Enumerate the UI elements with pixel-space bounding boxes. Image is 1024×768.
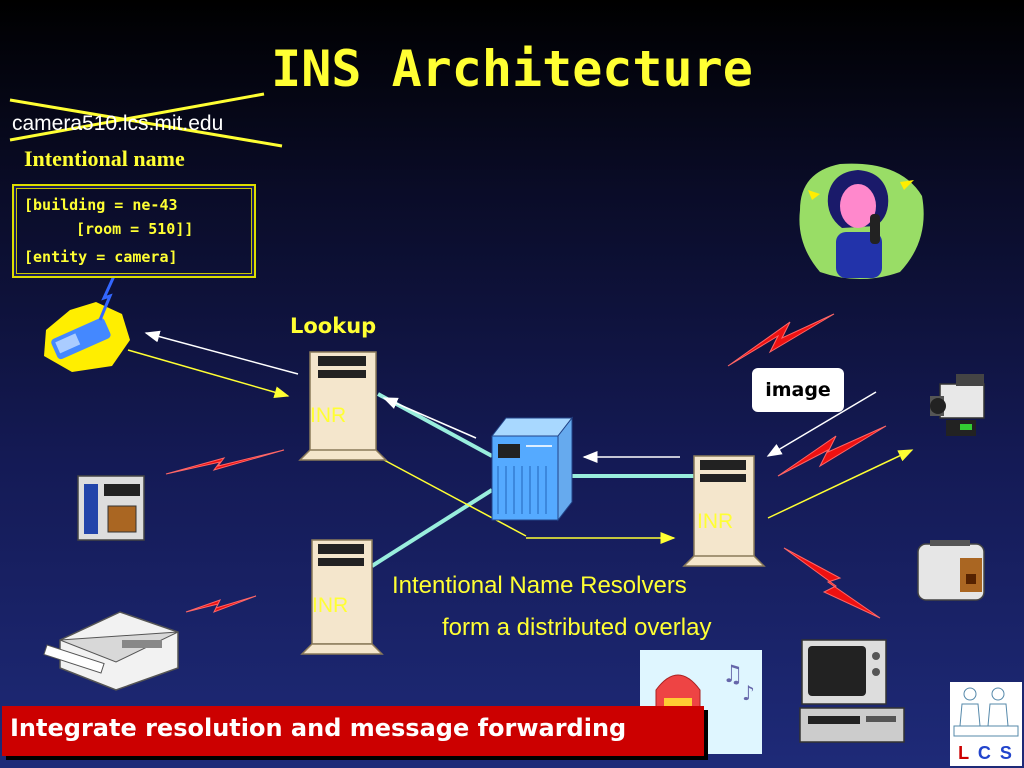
arrow-inr-to-device (144, 330, 299, 375)
summary-banner-text: Integrate resolution and message forward… (10, 714, 627, 742)
logo-letter-l: L (958, 743, 971, 763)
name-spec-line: [room = 510]] (76, 220, 194, 238)
name-spec-box: [building = ne-43 [room = 510]] [entity … (12, 184, 256, 278)
coffee-maker-icon (77, 475, 145, 541)
arrow-router-to-inr (382, 397, 477, 439)
lightning-icon (185, 595, 257, 613)
page-title: INS Architecture (271, 40, 753, 98)
inr-label: INR (310, 404, 347, 427)
name-spec-line: [building = ne-43 (24, 196, 178, 214)
inr-label: INR (312, 594, 349, 617)
arrow-inr-to-camera (767, 449, 914, 519)
handheld-device-icon (44, 275, 130, 372)
resolvers-caption-line1: Intentional Name Resolvers (392, 572, 687, 599)
router-icon (490, 416, 574, 522)
lightning-icon (727, 313, 835, 367)
svg-text:♪: ♪ (742, 681, 755, 705)
summary-banner: Integrate resolution and message forward… (2, 706, 704, 756)
vcr-icon (799, 707, 905, 743)
server-tower-icon (682, 455, 766, 567)
strike-through-lines (9, 92, 283, 148)
lightning-icon (777, 425, 887, 477)
woman-phone-icon (799, 163, 924, 279)
camera-icon (930, 374, 985, 436)
lookup-label: Lookup (290, 314, 377, 338)
arrow-inr-path-down (383, 459, 527, 537)
logo-letter-s: S (999, 743, 1014, 763)
toaster-icon (917, 540, 985, 601)
image-label: image (752, 368, 844, 412)
lcs-logo-figures-icon (953, 687, 1019, 737)
lightning-icon (783, 547, 881, 619)
lcs-logo: L C S (950, 682, 1022, 766)
inr-label: INR (697, 510, 734, 533)
tv-icon (801, 639, 887, 705)
server-tower-icon (300, 539, 384, 655)
lightning-icon (165, 449, 285, 475)
server-tower-icon (298, 351, 388, 461)
arrow-camera-to-inr (766, 391, 877, 457)
logo-letter-c: C (977, 743, 993, 763)
resolvers-caption-line2: form a distributed overlay (442, 614, 712, 641)
arrow-device-to-inr (127, 349, 290, 399)
message-arrows (127, 330, 914, 544)
name-spec-line: [entity = camera] (24, 248, 178, 266)
intentional-name-label: Intentional name (24, 146, 185, 171)
printer-icon (43, 611, 179, 691)
svg-text:♫: ♫ (722, 660, 744, 688)
hostname-text: camera510.lcs.mit.edu (12, 112, 224, 135)
overlay-link-bottom (370, 488, 494, 568)
